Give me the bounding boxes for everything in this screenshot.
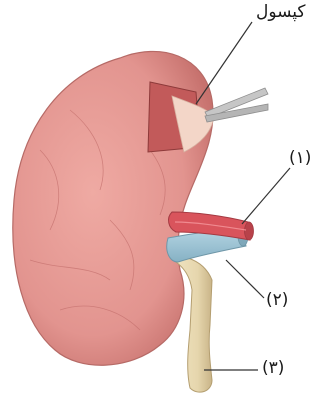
label-1: (۱)	[289, 150, 311, 167]
leader-2	[226, 260, 264, 298]
forceps	[205, 88, 268, 122]
label-capsule: کپسول	[256, 4, 306, 21]
label-3: (۳)	[262, 360, 284, 377]
leader-1	[242, 168, 290, 224]
label-2: (۲)	[266, 292, 288, 309]
leader-capsule	[196, 22, 252, 104]
